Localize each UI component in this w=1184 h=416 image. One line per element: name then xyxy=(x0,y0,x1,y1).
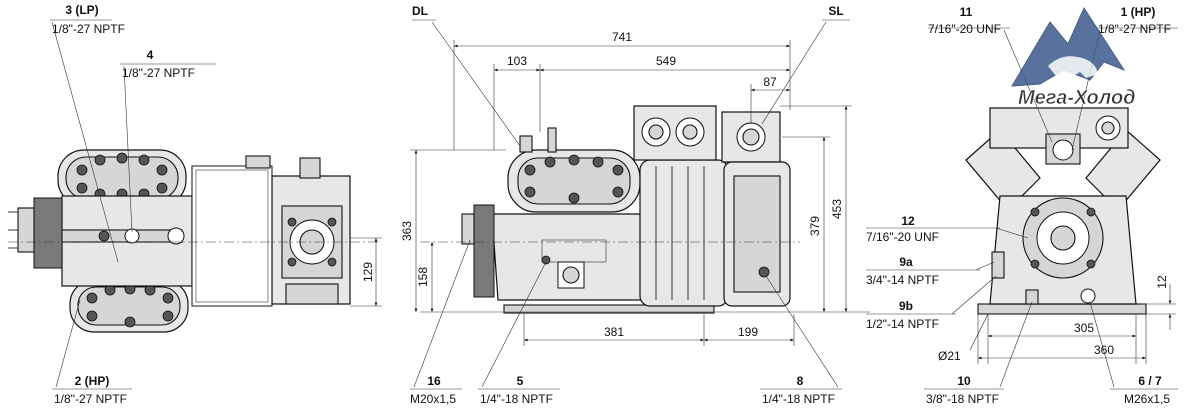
conn-9b-spec: 1/2"-14 NPTF xyxy=(866,317,939,331)
dim-d21: Ø21 xyxy=(938,349,961,363)
conn-10-number: 10 xyxy=(957,374,971,388)
conn-11-number: 11 xyxy=(960,5,973,19)
lower-cylinder-head xyxy=(69,279,189,333)
label-dl: DL xyxy=(412,4,428,18)
dim-129: 129 xyxy=(361,262,375,282)
conn-67-number: 6 / 7 xyxy=(1138,374,1162,388)
conn-12-spec: 7/16"-20 UNF xyxy=(866,230,939,244)
dim-103: 103 xyxy=(507,54,527,68)
conn-9b-number: 9b xyxy=(899,299,913,313)
dim-360: 360 xyxy=(1094,343,1114,357)
conn-4-number: 4 xyxy=(147,48,154,62)
middle-view-side: 741 103 549 87 363 158 379 453 381 19 xyxy=(400,4,870,406)
conn-10-spec: 3/8"-18 NPTF xyxy=(926,392,999,406)
dim-87: 87 xyxy=(763,75,777,89)
conn-9a-spec: 3/4"-14 NPTF xyxy=(866,273,939,287)
label-sl: SL xyxy=(828,4,843,18)
conn-5-number: 5 xyxy=(517,374,524,388)
conn-16-spec: M20x1,5 xyxy=(410,392,456,406)
conn-1-spec: 1/8"-27 NPTF xyxy=(1098,22,1171,36)
terminal-box-top xyxy=(191,165,273,307)
dim-158: 158 xyxy=(416,267,430,287)
conn-3-number: 3 (LP) xyxy=(65,3,98,17)
bear-mountain-logo-icon xyxy=(1011,6,1126,87)
conn-9a-number: 9a xyxy=(899,255,913,269)
watermark-text: Мега-Холод xyxy=(1018,87,1136,109)
upper-cylinder-head xyxy=(57,149,187,207)
dim-549: 549 xyxy=(656,54,676,68)
dim-363: 363 xyxy=(400,221,414,241)
dim-305: 305 xyxy=(1074,321,1094,335)
conn-12-number: 12 xyxy=(901,214,915,228)
dim-199: 199 xyxy=(738,325,758,339)
conn-67-spec: M26x1,5 xyxy=(1124,392,1170,406)
dim-379: 379 xyxy=(808,216,822,236)
base-rail xyxy=(503,304,715,314)
conn-2-spec: 1/8"-27 NPTF xyxy=(54,392,127,406)
dim-381: 381 xyxy=(604,325,624,339)
conn-3-spec: 1/8"-27 NPTF xyxy=(52,22,125,36)
watermark-logo: Мега-Холод xyxy=(1011,6,1136,109)
motor-housing-side xyxy=(639,159,729,307)
conn-1-number: 1 (HP) xyxy=(1121,5,1156,19)
conn-8-spec: 1/4"-18 NPTF xyxy=(762,392,835,406)
conn-8-number: 8 xyxy=(797,374,804,388)
conn-16-number: 16 xyxy=(427,374,441,388)
conn-2-number: 2 (HP) xyxy=(75,374,110,388)
conn-11-spec: 7/16"-20 UNF xyxy=(928,22,1001,36)
right-view-end: 12 305 360 Ø21 11 7/16"-20 UNF 1 (HP) 1/… xyxy=(866,5,1178,406)
conn-5-spec: 1/4"-18 NPTF xyxy=(480,392,553,406)
base-plate xyxy=(977,303,1147,315)
dim-12: 12 xyxy=(1155,275,1169,289)
dim-741: 741 xyxy=(612,30,632,44)
front-bearing-flange xyxy=(33,197,63,269)
left-view-top: 129 3 (LP) 1/8"-27 NPTF 4 1/8"-27 NPTF 2… xyxy=(8,3,382,406)
dim-453: 453 xyxy=(830,199,844,219)
conn-4-spec: 1/8"-27 NPTF xyxy=(122,66,195,80)
